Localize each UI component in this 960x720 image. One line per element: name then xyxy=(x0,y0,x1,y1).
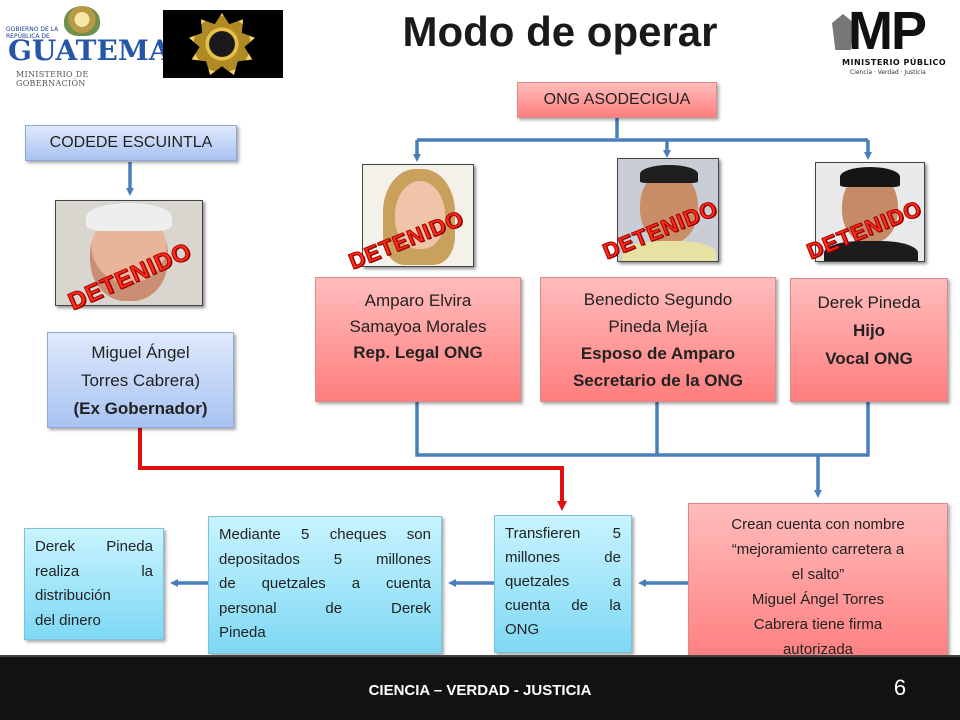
police-badge-icon xyxy=(189,13,255,75)
node-mediante-line2: depositados 5 millones xyxy=(219,550,431,568)
mp-logo-letters: MP xyxy=(848,1,927,61)
node-mediante: Mediante 5 cheques son depositados 5 mil… xyxy=(208,516,442,654)
photo-miguel xyxy=(55,200,203,306)
photo-amparo xyxy=(362,164,474,267)
node-amparo-role: Rep. Legal ONG xyxy=(353,343,483,362)
node-miguel-line1: Miguel Ángel xyxy=(91,343,190,362)
node-derek-dist-line4: del dinero xyxy=(35,611,101,629)
node-miguel-line2: Torres Cabrera) xyxy=(80,371,201,390)
node-crean-line6: autorizada xyxy=(782,641,854,658)
guatemala-logo-small-text: GOBIERNO DE LA REPÚBLICA DE xyxy=(6,26,59,40)
footer-bar: CIENCIA – VERDAD - JUSTICIA 6 xyxy=(0,655,960,720)
node-transfieren-line4: cuenta de la xyxy=(505,597,621,614)
node-transfieren: Transfieren 5 millones de quetzales a cu… xyxy=(494,515,632,653)
node-ong-label: ONG ASODECIGUA xyxy=(543,91,691,108)
node-miguel: Miguel Ángel Torres Cabrera) (Ex Goberna… xyxy=(47,332,234,428)
guatemala-logo-subtitle: MINISTERIO DE GOBERNACIÓN xyxy=(16,70,89,88)
node-derek-dist-line2: realiza la xyxy=(35,562,153,580)
mp-logo-subtitle: MINISTERIO PÚBLICO xyxy=(842,58,947,67)
node-benedicto: Benedicto Segundo Pineda Mejía Esposo de… xyxy=(540,277,776,402)
page-number: 6 xyxy=(893,675,907,700)
portrait-amparo xyxy=(395,181,445,249)
node-mediante-line3: de quetzales a cuenta xyxy=(219,575,431,592)
portrait-benedicto-shirt xyxy=(622,241,716,261)
connector-persons-collector xyxy=(415,402,870,457)
node-crean-line1: Crean cuenta con nombre xyxy=(731,516,905,533)
node-derek-dist-line3: distribución xyxy=(35,587,111,604)
node-transfieren-line1: Transfieren 5 xyxy=(505,525,621,542)
node-mediante-line1: Mediante 5 cheques son xyxy=(219,526,431,543)
node-derek-role: Vocal ONG xyxy=(825,349,913,368)
node-amparo-line1: Amparo Elvira xyxy=(364,291,472,310)
mp-logo: MP MINISTERIO PÚBLICO Ciencia · Verdad ·… xyxy=(826,1,954,82)
photo-benedicto xyxy=(617,158,719,262)
node-codede-label: CODEDE ESCUINTLA xyxy=(49,134,213,151)
node-transfieren-line3: quetzales a xyxy=(505,573,621,590)
node-transfieren-line5: ONG xyxy=(505,621,540,638)
node-mediante-line4: personal de Derek xyxy=(219,599,431,617)
portrait-derek-hair xyxy=(840,167,900,187)
node-mediante-line5: Pineda xyxy=(219,624,266,641)
node-derek-distribucion: Derek Pineda realiza la distribución del… xyxy=(24,528,164,640)
portrait-derek-shirt xyxy=(824,241,918,261)
node-benedicto-line2: Pineda Mejía xyxy=(608,317,708,336)
node-benedicto-relation: Esposo de Amparo xyxy=(580,344,736,363)
node-ong-asodecigua: ONG ASODECIGUA xyxy=(517,82,717,118)
guatemala-crest-icon xyxy=(64,6,100,36)
portrait-benedicto-hair xyxy=(640,165,698,183)
node-derek: Derek Pineda Hijo Vocal ONG xyxy=(790,278,948,402)
node-crean-line2: “mejoramiento carretera a xyxy=(731,541,905,558)
portrait-miguel-hair xyxy=(86,203,172,231)
page-title: Modo de operar xyxy=(402,8,718,55)
police-badge-logo xyxy=(163,10,283,78)
node-derek-relation: Hijo xyxy=(852,321,886,340)
footer-motto: CIENCIA – VERDAD - JUSTICIA xyxy=(368,682,592,699)
mp-logo-motto: Ciencia · Verdad · Justicia xyxy=(850,69,926,76)
mp-crest-icon xyxy=(832,14,854,50)
node-benedicto-line1: Benedicto Segundo xyxy=(583,290,733,309)
connector-miguel-transfieren xyxy=(138,428,567,511)
node-crean-line5: Cabrera tiene firma xyxy=(753,616,883,633)
node-benedicto-role: Secretario de la ONG xyxy=(572,371,744,390)
node-amparo-line2: Samayoa Morales xyxy=(349,317,487,336)
node-codede-escuintla: CODEDE ESCUINTLA xyxy=(25,125,237,161)
node-derek-dist-line1: Derek Pineda xyxy=(35,538,153,555)
node-derek-line1: Derek Pineda xyxy=(817,293,921,312)
node-crean-cuenta: Crean cuenta con nombre “mejoramiento ca… xyxy=(688,503,948,664)
photo-derek xyxy=(815,162,925,262)
node-miguel-role: (Ex Gobernador) xyxy=(73,399,208,418)
node-transfieren-line2: millones de xyxy=(505,549,621,566)
node-crean-line3: el salto” xyxy=(791,566,845,583)
node-crean-line4: Miguel Ángel Torres xyxy=(751,591,885,608)
node-amparo: Amparo Elvira Samayoa Morales Rep. Legal… xyxy=(315,277,521,402)
guatemala-logo: GOBIERNO DE LA REPÚBLICA DE GUATEMALA MI… xyxy=(6,4,212,88)
